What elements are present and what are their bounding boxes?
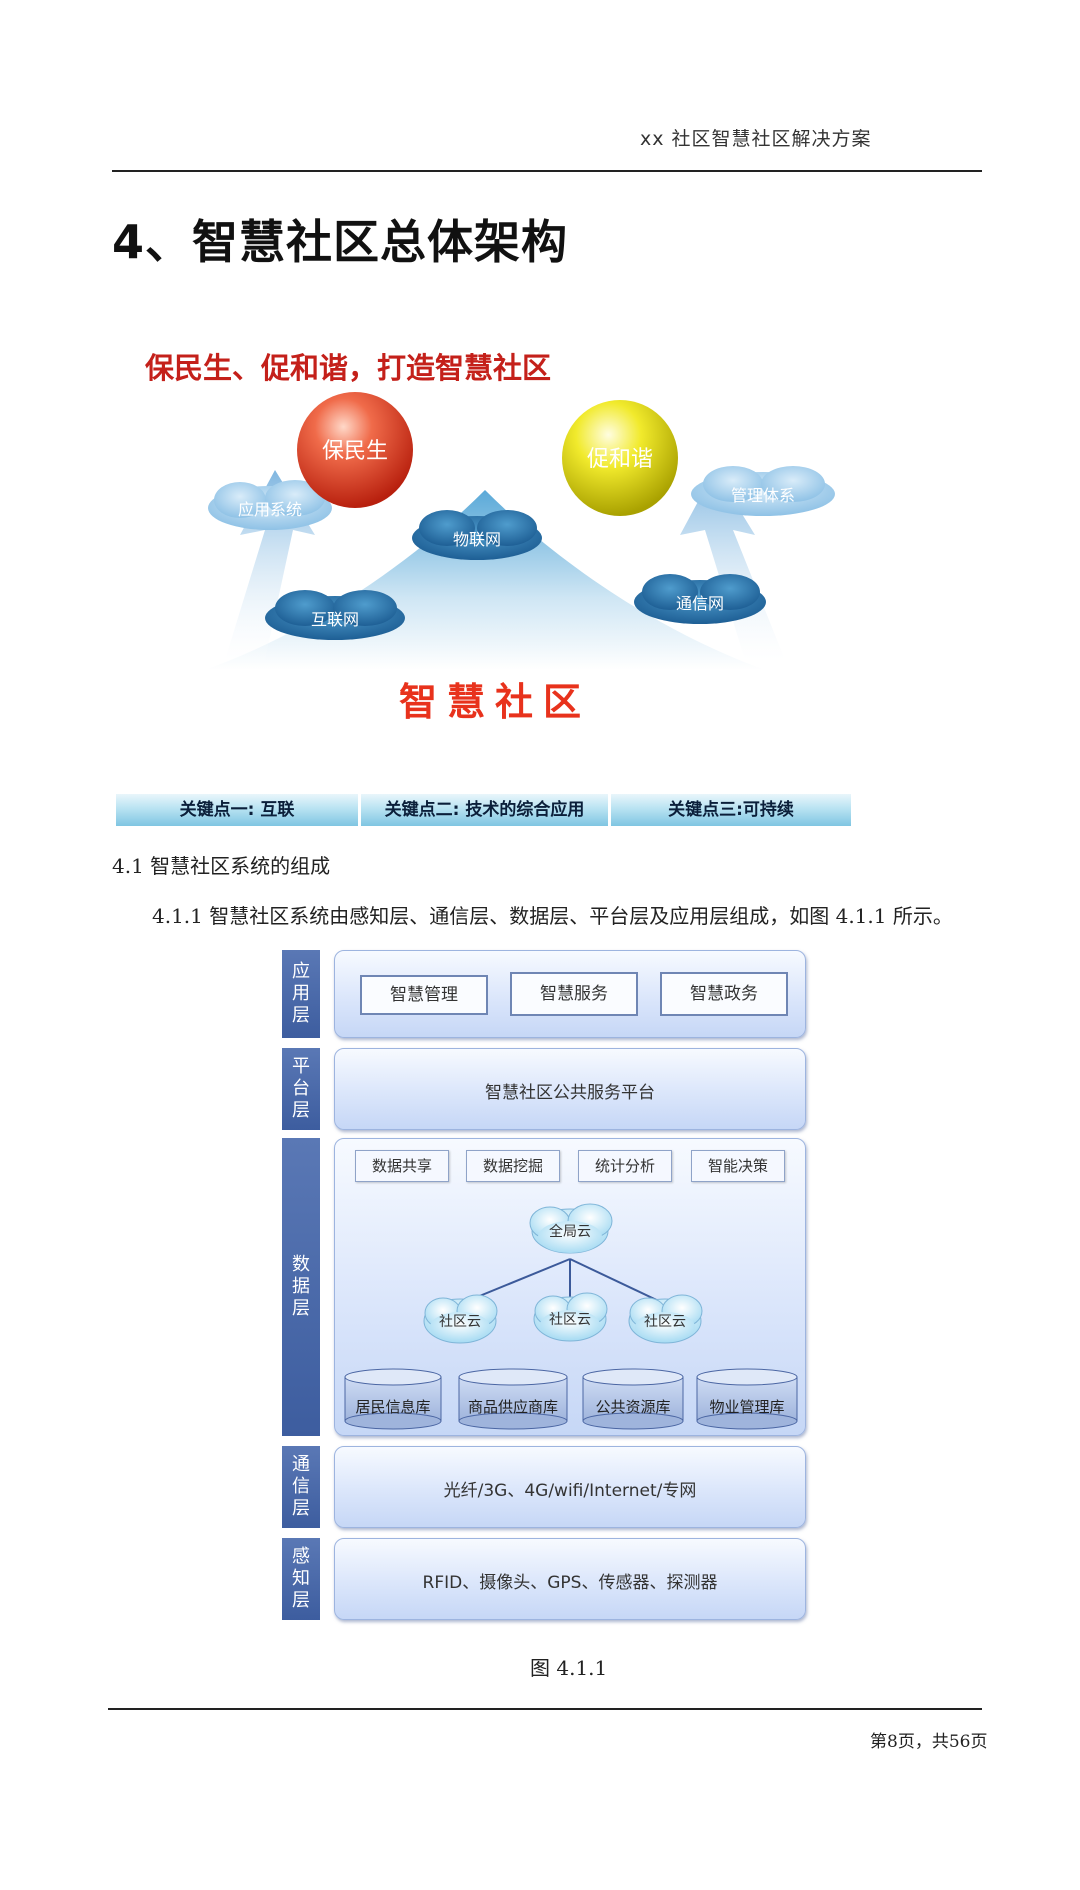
svg-text:居民信息库: 居民信息库 (355, 1398, 430, 1416)
section-heading: 4、智慧社区总体架构 (112, 215, 569, 269)
subsection-title: 4.1 智慧社区系统的组成 (112, 854, 331, 878)
figure-caption: 图 4.1.1 (530, 1656, 608, 1680)
platform-layer-text: 智慧社区公共服务平台 (485, 1083, 655, 1103)
svg-text:社区云: 社区云 (439, 1314, 481, 1330)
data-box-mining: 数据挖掘 (466, 1150, 560, 1182)
application-layer-panel: 智慧管理 智慧服务 智慧政务 (334, 950, 806, 1038)
svg-text:商品供应商库: 商品供应商库 (468, 1398, 558, 1416)
header-divider (112, 170, 982, 172)
footer-divider (108, 1708, 982, 1710)
ball-promote-harmony: 促和谐 (562, 400, 678, 516)
architecture-diagram: 应用层 智慧管理 智慧服务 智慧政务 平台层 智慧社区公共服务平台 数据层 数据… (282, 950, 807, 1620)
data-box-sharing: 数据共享 (355, 1150, 449, 1182)
data-box-decision: 智能决策 (691, 1150, 785, 1182)
global-cloud: 全局云 (529, 1203, 613, 1254)
layer-label-application: 应用层 (282, 950, 320, 1038)
cloud-internet: 互联网 (265, 590, 405, 640)
app-box-government: 智慧政务 (660, 972, 788, 1016)
svg-text:通信网: 通信网 (676, 594, 724, 613)
database-public-resources: 公共资源库 (582, 1368, 684, 1430)
cloud-management-system: 管理体系 (691, 466, 835, 516)
svg-text:应用系统: 应用系统 (238, 500, 302, 519)
svg-text:保民生: 保民生 (322, 439, 388, 464)
key-point-3: 关键点三:可持续 (611, 794, 851, 826)
smart-community-illustration: 保民生、促和谐，打造智慧社区 应用系统 物联网 管理体系 互联网 通信网 保民 (144, 351, 835, 724)
subsection-paragraph: 4.1.1 智慧社区系统由感知层、通信层、数据层、平台层及应用层组成，如图 4.… (152, 904, 953, 928)
database-suppliers: 商品供应商库 (458, 1368, 568, 1430)
svg-text:互联网: 互联网 (311, 610, 359, 629)
key-point-2: 关键点二: 技术的综合应用 (361, 794, 611, 826)
sensing-layer-text: RFID、摄像头、GPS、传感器、探测器 (422, 1573, 718, 1593)
layer-label-data: 数据层 (282, 1138, 320, 1436)
layer-label-communication: 通信层 (282, 1446, 320, 1528)
cloud-iot: 物联网 (412, 510, 542, 560)
cloud-telecom-network: 通信网 (634, 574, 766, 624)
key-points-bar: 关键点一: 互联 关键点二: 技术的综合应用 关键点三:可持续 (116, 794, 851, 826)
sensing-layer-panel: RFID、摄像头、GPS、传感器、探测器 (334, 1538, 806, 1620)
layer-label-platform: 平台层 (282, 1048, 320, 1130)
layer-label-sensing: 感知层 (282, 1538, 320, 1620)
database-residents: 居民信息库 (344, 1368, 442, 1430)
cloud-application-system: 应用系统 (208, 480, 332, 530)
svg-text:物联网: 物联网 (453, 530, 501, 549)
page-number: 第8页，共56页 (870, 1732, 988, 1752)
key-point-1: 关键点一: 互联 (116, 794, 361, 826)
svg-text:管理体系: 管理体系 (731, 486, 795, 505)
app-box-service: 智慧服务 (510, 972, 638, 1016)
hero-center-title: 智慧社区 (399, 679, 591, 724)
community-cloud-1: 社区云 (423, 1294, 498, 1344)
data-layer-panel: 数据共享 数据挖掘 统计分析 智能决策 全局云 (334, 1138, 806, 1436)
svg-text:物业管理库: 物业管理库 (709, 1398, 784, 1416)
community-cloud-2: 社区云 (533, 1292, 608, 1342)
database-property-management: 物业管理库 (696, 1368, 798, 1430)
community-cloud-3: 社区云 (628, 1294, 703, 1344)
data-cloud-network: 全局云 社区云 社区云 社区云 (344, 1203, 798, 1430)
communication-layer-panel: 光纤/3G、4G/wifi/Internet/专网 (334, 1446, 806, 1528)
svg-text:社区云: 社区云 (549, 1312, 591, 1328)
svg-text:公共资源库: 公共资源库 (595, 1398, 670, 1416)
svg-text:促和谐: 促和谐 (587, 447, 653, 472)
communication-layer-text: 光纤/3G、4G/wifi/Internet/专网 (443, 1481, 697, 1501)
svg-text:社区云: 社区云 (644, 1314, 686, 1330)
hero-slogan: 保民生、促和谐，打造智慧社区 (144, 351, 551, 385)
right-up-arrow (680, 470, 785, 660)
platform-layer-panel: 智慧社区公共服务平台 (334, 1048, 806, 1130)
data-box-analysis: 统计分析 (578, 1150, 672, 1182)
ball-protect-livelihood: 保民生 (297, 392, 413, 508)
document-header-title: xx 社区智慧社区解决方案 (640, 128, 872, 150)
svg-text:全局云: 全局云 (549, 1223, 591, 1240)
app-box-management: 智慧管理 (360, 975, 488, 1015)
